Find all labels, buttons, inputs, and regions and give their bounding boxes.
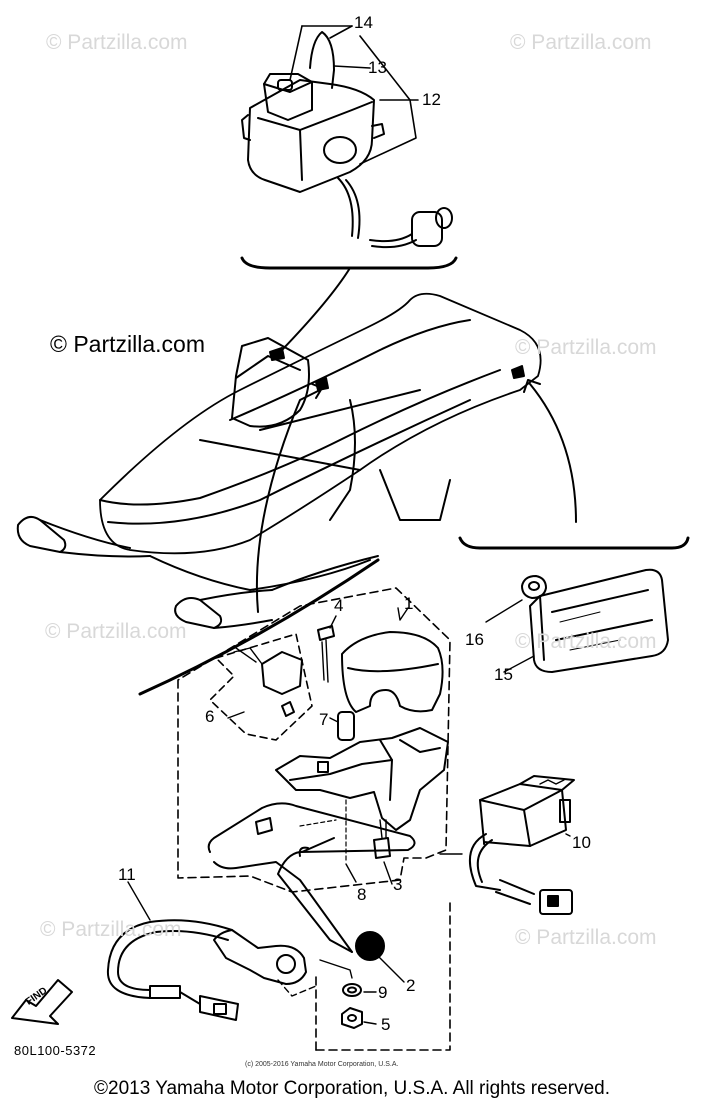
callout-2: 2 [406, 976, 416, 995]
footer-copyright: ©2013 Yamaha Motor Corporation, U.S.A. A… [94, 1078, 610, 1099]
callout-9: 9 [378, 983, 388, 1002]
throttle-lever-assembly [106, 558, 575, 1051]
watermark: © Partzilla.com [45, 620, 187, 643]
watermark: © Partzilla.com [40, 918, 182, 941]
callout-4: 4 [334, 596, 344, 615]
callout-11: 11 [118, 865, 136, 884]
callout-13: 13 [368, 58, 387, 77]
callout-6: 6 [205, 707, 215, 726]
snowmobile-body [16, 292, 577, 629]
callout-12: 12 [422, 90, 441, 109]
callout-15: 15 [494, 665, 513, 684]
callout-10: 10 [572, 833, 591, 852]
tail-light-assembly [458, 536, 690, 673]
watermark: © Partzilla.com [46, 31, 188, 54]
callout-7: 7 [319, 710, 329, 729]
part-number: 80L100-5372 [14, 1043, 97, 1058]
callout-1: 1 [404, 594, 414, 613]
watermark: © Partzilla.com [510, 31, 652, 54]
switch-box-assembly [240, 25, 458, 351]
callout-14: 14 [354, 13, 373, 32]
find-arrow-icon [11, 979, 73, 1025]
callout-3: 3 [393, 875, 403, 894]
callout-8: 8 [357, 885, 367, 904]
watermark: © Partzilla.com [50, 331, 205, 357]
callout-5: 5 [381, 1015, 391, 1034]
watermark: © Partzilla.com [515, 336, 657, 359]
watermark: © Partzilla.com [515, 630, 657, 653]
watermark: © Partzilla.com [515, 926, 657, 949]
callout-16: 16 [465, 630, 484, 649]
small-copyright: (c) 2005-2016 Yamaha Motor Corporation, … [245, 1061, 399, 1068]
